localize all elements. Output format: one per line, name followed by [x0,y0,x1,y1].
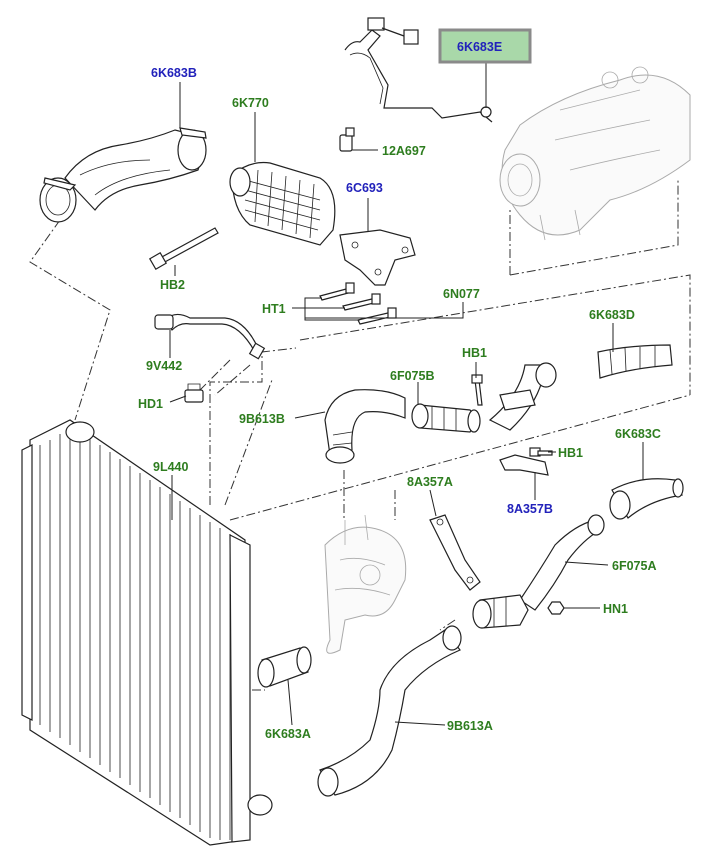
part-HD1-clip [184,383,204,403]
part-9L440-intercooler [21,419,273,846]
part-HB2-bolt [148,227,219,271]
part-9B613B-hose [324,389,406,464]
label-6C693[interactable]: 6C693 [346,181,383,195]
label-6K770[interactable]: 6K770 [232,96,269,110]
part-HN1-nut [547,601,565,615]
part-6K770-duct [229,161,336,246]
part-coupler-lower [472,594,529,629]
label-HD1[interactable]: HD1 [138,397,163,411]
part-6F075A-pipe [519,514,605,611]
part-6N077-pipe [488,362,557,431]
label-6K683E[interactable]: 6K683E [457,40,502,54]
part-6K683A-hose [257,646,312,688]
label-6K683A[interactable]: 6K683A [265,727,311,741]
part-6K683C-hose [609,478,684,520]
label-6F075A[interactable]: 6F075A [612,559,656,573]
part-8A357A-bracket [429,514,481,591]
part-6K683E-pipe [344,17,493,123]
label-9L440[interactable]: 9L440 [153,460,188,474]
part-labels: 6K683B 6K770 12A697 6C693 HB2 HT1 6N077 … [138,40,661,741]
label-9B613A[interactable]: 9B613A [447,719,493,733]
label-HT1[interactable]: HT1 [262,302,286,316]
label-8A357A[interactable]: 8A357A [407,475,453,489]
part-6F075B-coupler [411,403,481,433]
turbocharger-ghost [499,66,691,241]
label-9B613B[interactable]: 9B613B [239,412,285,426]
label-6N077[interactable]: 6N077 [443,287,480,301]
label-6K683B[interactable]: 6K683B [151,66,197,80]
label-8A357B[interactable]: 8A357B [507,502,553,516]
highlight-box-6K683E[interactable] [438,28,532,64]
part-6K683B-hose [39,127,207,223]
water-housing-ghost [324,514,407,654]
label-9V442[interactable]: 9V442 [146,359,182,373]
label-12A697[interactable]: 12A697 [382,144,426,158]
label-6K683C[interactable]: 6K683C [615,427,661,441]
part-8A357B-bracket [499,447,553,476]
part-12A697-sensor [339,127,355,152]
part-HB1-bolt-a [471,374,483,406]
label-HB1-a[interactable]: HB1 [462,346,487,360]
leader-lines [169,62,644,726]
part-6K683D-hose [597,344,673,379]
label-6K683D[interactable]: 6K683D [589,308,635,322]
part-9B613A-hose [317,625,462,797]
label-6F075B[interactable]: 6F075B [390,369,434,383]
part-6C693-bracket [339,229,416,286]
part-9V442-pipe [154,313,266,360]
label-HB1-b[interactable]: HB1 [558,446,583,460]
label-HN1[interactable]: HN1 [603,602,628,616]
label-HB2[interactable]: HB2 [160,278,185,292]
